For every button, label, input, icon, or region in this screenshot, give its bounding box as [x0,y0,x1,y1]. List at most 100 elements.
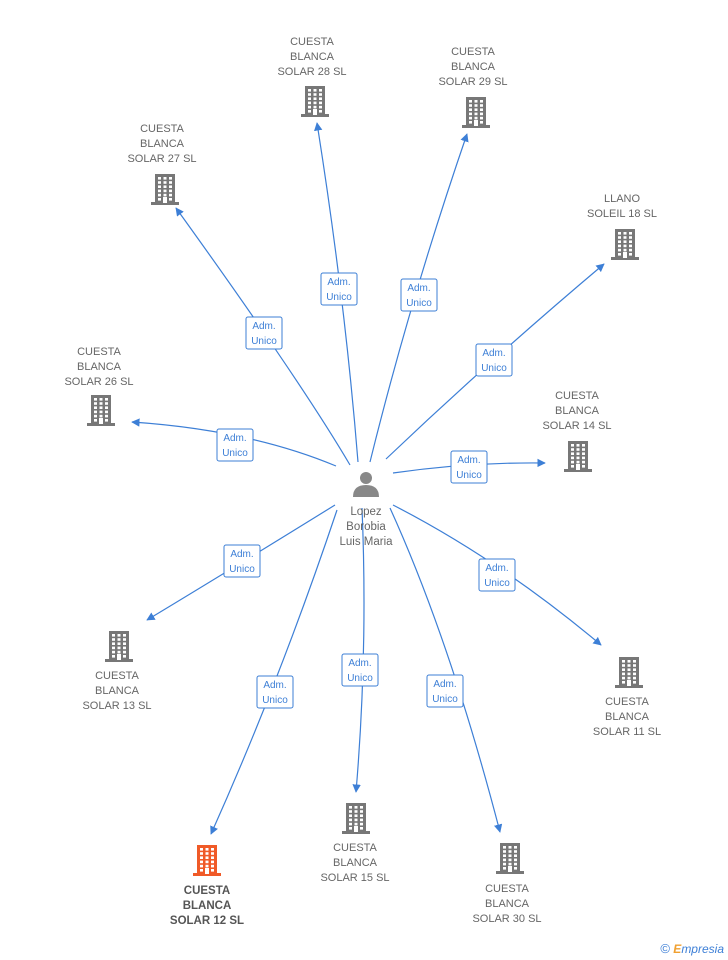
company-node-solar-15[interactable]: CUESTA BLANCA SOLAR 15 SL [320,803,390,884]
building-icon [615,657,643,688]
company-name-line: CUESTA [555,390,599,402]
edge-label-solar-15[interactable]: Adm. Unico [341,653,379,687]
edge-label-text: Unico [456,470,482,481]
company-name-line: CUESTA [95,670,139,682]
edge-label-text: Adm. [348,658,371,669]
edge-label-text: Adm. [230,549,253,560]
edge-label-text: Adm. [327,277,350,288]
company-node-solar-12[interactable]: CUESTA BLANCA SOLAR 12 SL [170,845,244,927]
person-name-line: Borobia [346,521,386,533]
company-node-solar-27[interactable]: CUESTA BLANCA SOLAR 27 SL [127,123,197,205]
company-name-line: BLANCA [451,61,496,73]
building-icon [496,843,524,874]
building-icon [564,441,592,472]
company-name-line: BLANCA [77,361,122,373]
company-name-line: SOLAR 13 SL [82,700,151,712]
company-node-llano-18[interactable]: LLANO SOLEIL 18 SL [587,193,657,260]
company-name-line: BLANCA [605,711,650,723]
building-icon [462,97,490,128]
edge-label-text: Adm. [223,433,246,444]
edge-label-solar-28[interactable]: Adm. Unico [320,272,358,306]
edge-label-solar-14[interactable]: Adm. Unico [450,450,488,484]
brand-footer[interactable]: © Empresia [660,941,724,956]
edge-label-text: Unico [406,298,432,309]
edge-label-text: Adm. [407,283,430,294]
edge-label-text: Adm. [433,679,456,690]
edge-label-solar-13[interactable]: Adm. Unico [223,544,261,578]
edge-label-solar-26[interactable]: Adm. Unico [216,428,254,462]
company-name-line: BLANCA [183,900,232,912]
company-name-line: BLANCA [95,685,140,697]
company-name-line: CUESTA [184,885,230,897]
edge-label-text: Unico [229,564,255,575]
company-name-line: CUESTA [290,36,334,48]
copyright-symbol: © [660,941,670,956]
edge-line-solar-30 [389,507,503,833]
edge-label-text: Unico [484,578,510,589]
building-icon [193,845,221,876]
company-name-line: SOLEIL 18 SL [587,208,657,220]
edge-label-text: Adm. [482,348,505,359]
company-name-line: LLANO [604,193,641,205]
company-node-solar-30[interactable]: CUESTA BLANCA SOLAR 30 SL [472,843,542,925]
person-icon [353,472,379,497]
edge-label-text: Unico [251,336,277,347]
edge-label-text: Unico [432,694,458,705]
building-icon [151,174,179,205]
company-name-line: SOLAR 12 SL [170,915,244,927]
edge-label-text: Unico [347,673,373,684]
edge-line-solar-15 [352,507,365,793]
company-name-line: SOLAR 29 SL [438,76,507,88]
edge-label-solar-11[interactable]: Adm. Unico [478,558,516,592]
edge-label-text: Unico [326,292,352,303]
company-node-solar-11[interactable]: CUESTA BLANCA SOLAR 11 SL [593,657,661,738]
edge-labels-layer: Adm.UnicoAdm.UnicoAdm.UnicoAdm.UnicoAdm.… [216,272,516,709]
edge-label-text: Adm. [252,321,275,332]
edge-label-text: Unico [222,448,248,459]
company-name-line: CUESTA [140,123,184,135]
edge-label-solar-29[interactable]: Adm. Unico [400,278,438,312]
edge-label-solar-30[interactable]: Adm. Unico [426,674,464,708]
company-name-line: BLANCA [555,405,600,417]
company-name-line: SOLAR 11 SL [593,726,661,738]
company-node-solar-13[interactable]: CUESTA BLANCA SOLAR 13 SL [82,631,152,712]
building-icon [342,803,370,834]
company-name-line: SOLAR 28 SL [277,66,346,78]
company-name-line: SOLAR 14 SL [542,420,611,432]
company-name-line: CUESTA [451,46,495,58]
edge-label-text: Unico [481,363,507,374]
company-name-line: SOLAR 30 SL [472,913,541,925]
edge-label-text: Adm. [457,455,480,466]
company-node-solar-29[interactable]: CUESTA BLANCA SOLAR 29 SL [438,46,508,128]
building-icon [611,229,639,260]
brand-logo-initial: E [673,942,682,956]
company-name-line: BLANCA [290,51,335,63]
edge-label-llano-18[interactable]: Adm. Unico [475,343,513,377]
company-name-line: BLANCA [485,898,530,910]
building-icon [301,86,329,117]
brand-logo-text: mpresia [681,942,724,956]
edge-label-text: Unico [262,695,288,706]
building-icon [105,631,133,662]
company-name-line: BLANCA [140,138,185,150]
company-name-line: CUESTA [485,883,529,895]
edge-label-text: Adm. [263,680,286,691]
person-name-line: Luis Maria [339,536,393,548]
edge-label-solar-27[interactable]: Adm. Unico [245,316,283,350]
company-node-solar-26[interactable]: CUESTA BLANCA SOLAR 26 SL [64,346,134,426]
edge-label-solar-12[interactable]: Adm. Unico [256,675,294,709]
company-name-line: CUESTA [77,346,121,358]
company-name-line: CUESTA [605,696,649,708]
company-name-line: SOLAR 27 SL [127,153,196,165]
company-name-line: SOLAR 15 SL [320,872,389,884]
company-name-line: SOLAR 26 SL [64,376,133,388]
person-name-line: Lopez [350,506,382,518]
edge-label-text: Adm. [485,563,508,574]
company-node-solar-14[interactable]: CUESTA BLANCA SOLAR 14 SL [542,390,612,472]
company-node-solar-28[interactable]: CUESTA BLANCA SOLAR 28 SL [277,36,347,117]
company-name-line: CUESTA [333,842,377,854]
company-name-line: BLANCA [333,857,378,869]
